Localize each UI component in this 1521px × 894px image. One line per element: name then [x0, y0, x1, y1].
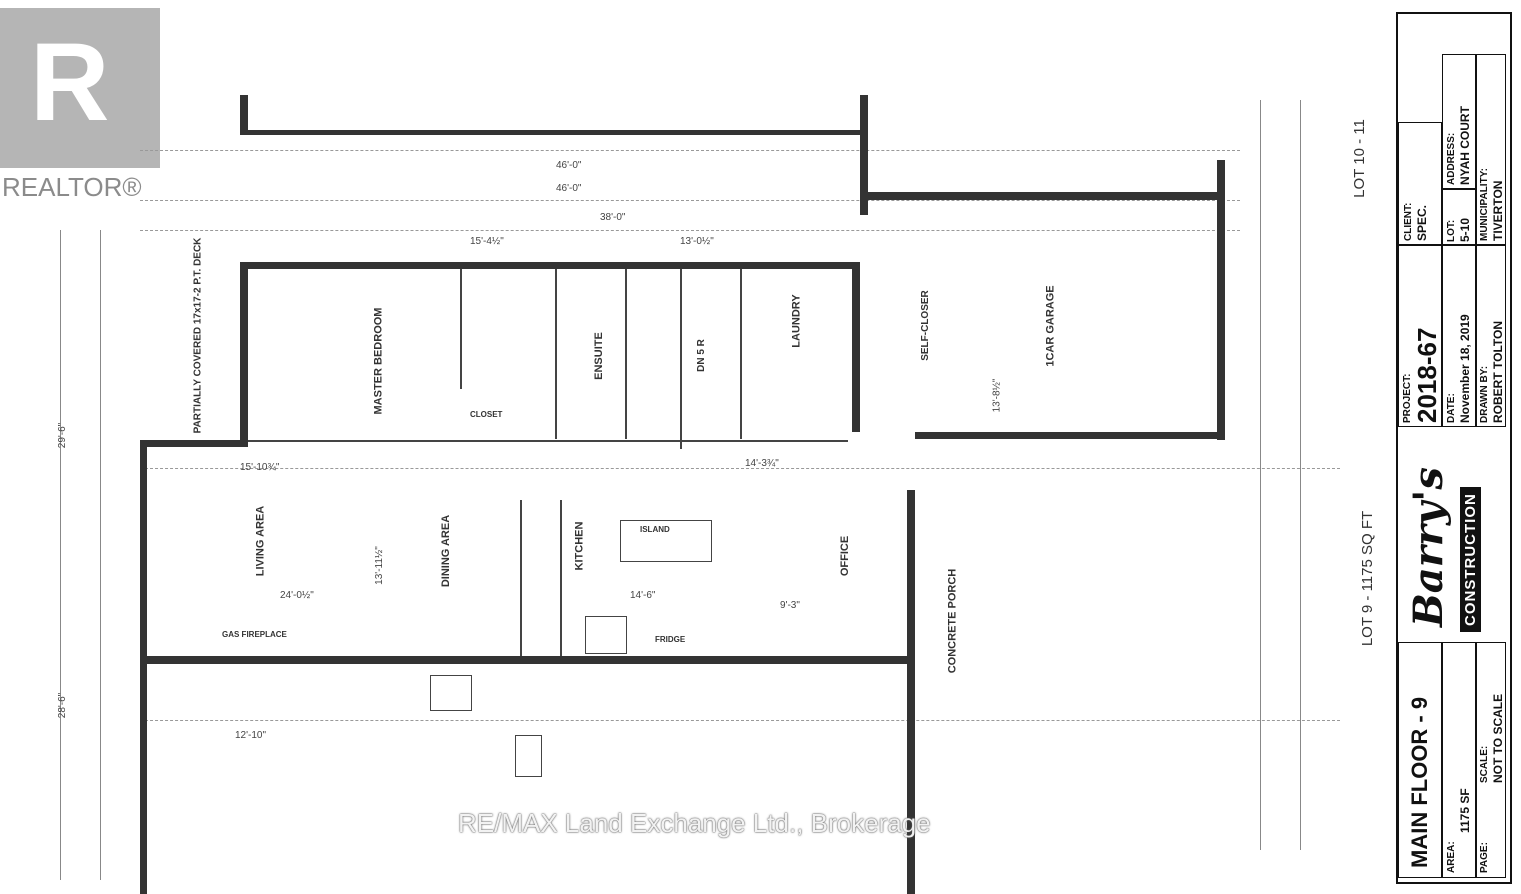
dimension: 13'-8½"	[991, 378, 1003, 413]
title-block: CLIENT:SPEC. PROJECT:2018-67 ADDRESS:NYA…	[1396, 12, 1512, 884]
dimension: 15'-4½"	[470, 236, 504, 247]
island-label: ISLAND	[640, 525, 670, 534]
area-cell: AREA:1175 SF	[1442, 642, 1476, 878]
municipality-label: MUNICIPALITY:	[1479, 168, 1490, 241]
date-cell: DATE:November 18, 2019	[1442, 245, 1476, 427]
client-value: SPEC.	[1415, 204, 1429, 241]
dimension: 15'-10¾"	[240, 462, 280, 473]
room-label-deck: PARTIALLY COVERED 17x17-2 P.T. DECK	[192, 237, 204, 434]
lot-10-label: LOT 10 - 11	[1350, 119, 1368, 198]
room-label-dining-area: DINING AREA	[440, 514, 453, 588]
area-label: AREA:	[1446, 841, 1457, 873]
dimension: 13'-0½"	[680, 236, 714, 247]
dimension: 12'-10"	[235, 730, 267, 741]
dimension: 38'-0"	[600, 212, 626, 223]
area-value: 1175 SF	[1458, 788, 1472, 833]
company-logo: Barry's CONSTRUCTION	[1398, 427, 1506, 642]
realtor-logo: R REALTOR®	[0, 8, 170, 208]
date-value: November 18, 2019	[1458, 314, 1472, 423]
client-cell: CLIENT:SPEC.	[1398, 122, 1442, 245]
room-label-kitchen: KITCHEN	[573, 521, 586, 571]
dimension: 14'-6"	[630, 590, 656, 601]
lot-9-label: LOT 9 - 1175 SQ FT	[1359, 510, 1377, 647]
fridge-label: FRIDGE	[655, 635, 686, 644]
dimension: 46'-0"	[556, 160, 582, 171]
scale-value: NOT TO SCALE	[1491, 693, 1505, 783]
scale-label: SCALE:	[1479, 745, 1490, 783]
sheet-title-cell: MAIN FLOOR - 9	[1398, 642, 1442, 878]
room-label-office: OFFICE	[839, 535, 852, 577]
fireplace-label: GAS FIREPLACE	[222, 630, 287, 639]
lot-label: LOT:	[1446, 219, 1457, 242]
brokerage-watermark: RE/MAX Land Exchange Ltd., Brokerage	[458, 808, 931, 838]
kitchen-island	[620, 520, 712, 562]
drawn-by-cell: DRAWN BY:ROBERT TOLTON	[1476, 245, 1506, 427]
address-cell: ADDRESS:NYAH COURT	[1442, 54, 1476, 189]
drawn-by-label: DRAWN BY:	[1479, 365, 1490, 423]
lot-value: 5-10	[1458, 217, 1472, 242]
stove	[585, 616, 627, 654]
project-number: 2018-67	[1412, 327, 1442, 423]
address-label: ADDRESS:	[1446, 132, 1457, 185]
date-label: DATE:	[1446, 393, 1457, 423]
municipality-value: TIVERTON	[1491, 180, 1505, 241]
dimension: 28'-6"	[57, 692, 69, 719]
dimension: 29'-6"	[57, 422, 69, 449]
municipality-cell: MUNICIPALITY:TIVERTON	[1476, 54, 1506, 245]
room-label-laundry: LAUNDRY	[790, 294, 803, 348]
address-value: NYAH COURT	[1458, 106, 1472, 185]
sheet-title: MAIN FLOOR - 9	[1407, 696, 1432, 868]
client-label: CLIENT:	[1403, 202, 1414, 241]
drawn-by-value: ROBERT TOLTON	[1491, 321, 1505, 423]
room-label-living-area: LIVING AREA	[254, 505, 267, 577]
dimension: 14'-3¾"	[745, 458, 779, 469]
room-label-ensuite: ENSUITE	[592, 332, 605, 380]
dimension: 24'-0½"	[280, 590, 314, 601]
lot-cell: LOT:5-10	[1442, 189, 1476, 245]
page-label: PAGE:	[1479, 842, 1490, 873]
room-label-master-bedroom: MASTER BEDROOM	[372, 307, 385, 415]
stairs-label: DN 5 R	[695, 339, 707, 372]
scale-page-cell: PAGE: SCALE:NOT TO SCALE	[1476, 642, 1506, 878]
dimension: 46'-0"	[556, 183, 582, 194]
room-label-garage: 1CAR GARAGE	[1044, 285, 1057, 367]
dimension: 13'-11½"	[373, 546, 385, 585]
dimension: 9'-3"	[780, 600, 800, 611]
room-label-porch: CONCRETE PORCH	[946, 568, 959, 674]
closet-label: CLOSET	[470, 410, 503, 419]
self-closer-label: SELF-CLOSER	[919, 290, 931, 361]
project-cell: PROJECT:2018-67	[1398, 245, 1442, 427]
